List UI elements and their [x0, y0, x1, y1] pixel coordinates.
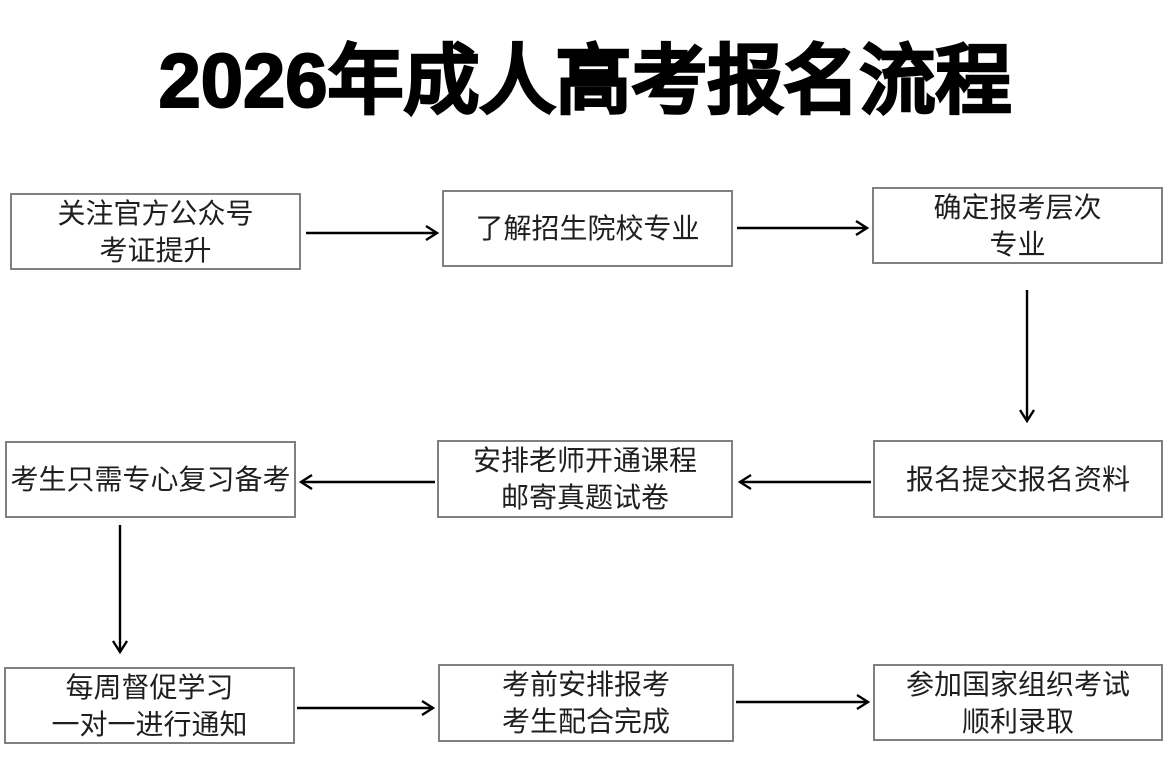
flow-step-follow-official-account: 关注官方公众号 考证提升 — [10, 193, 301, 270]
flow-step-weekly-study-supervision: 每周督促学习 一对一进行通知 — [4, 667, 295, 744]
flow-step-text: 顺利录取 — [961, 705, 1074, 737]
flow-step-text: 考生配合完成 — [501, 706, 670, 737]
flow-step-text: 确定报考层次 — [933, 191, 1102, 223]
arrow-step3-to-step4 — [1018, 290, 1036, 424]
flow-step-teacher-opens-course: 安排老师开通课程 邮寄真题试卷 — [437, 440, 733, 518]
arrow-step1-to-step2 — [306, 224, 440, 242]
flow-step-text: 每周督促学习 — [65, 671, 234, 703]
flow-step-text: 安排老师开通课程 — [472, 445, 697, 476]
page-title: 2026年成人高考报名流程 — [157, 38, 1012, 125]
flow-step-text: 一对一进行通知 — [51, 708, 248, 740]
arrow-step2-to-step3 — [737, 219, 870, 237]
flow-step-text: 了解招生院校专业 — [475, 213, 700, 244]
arrow-step6-to-step7 — [111, 525, 129, 655]
flow-step-pre-exam-arrangement: 考前安排报考 考生配合完成 — [438, 664, 734, 742]
flow-step-confirm-level-major: 确定报考层次 专业 — [872, 187, 1163, 264]
flow-step-text: 考前安排报考 — [501, 669, 670, 700]
flow-step-text: 专业 — [989, 228, 1046, 260]
flow-step-take-national-exam: 参加国家组织考试 顺利录取 — [873, 664, 1163, 741]
flow-step-text: 邮寄真题试卷 — [500, 482, 669, 513]
flow-step-text: 参加国家组织考试 — [905, 668, 1130, 700]
flow-step-text: 考证提升 — [99, 234, 212, 266]
flow-step-research-schools-majors: 了解招生院校专业 — [442, 190, 733, 267]
flow-step-text: 关注官方公众号 — [57, 197, 254, 229]
arrow-step7-to-step8 — [297, 699, 436, 717]
arrow-step8-to-step9 — [736, 693, 871, 711]
arrow-step4-to-step5 — [737, 473, 871, 491]
flow-step-text: 考生只需专心复习备考 — [10, 464, 291, 495]
flow-step-focus-on-review: 考生只需专心复习备考 — [5, 441, 296, 518]
flow-step-text: 报名提交报名资料 — [905, 463, 1130, 495]
flow-step-submit-registration-materials: 报名提交报名资料 — [873, 440, 1163, 518]
arrow-step5-to-step6 — [298, 473, 435, 491]
